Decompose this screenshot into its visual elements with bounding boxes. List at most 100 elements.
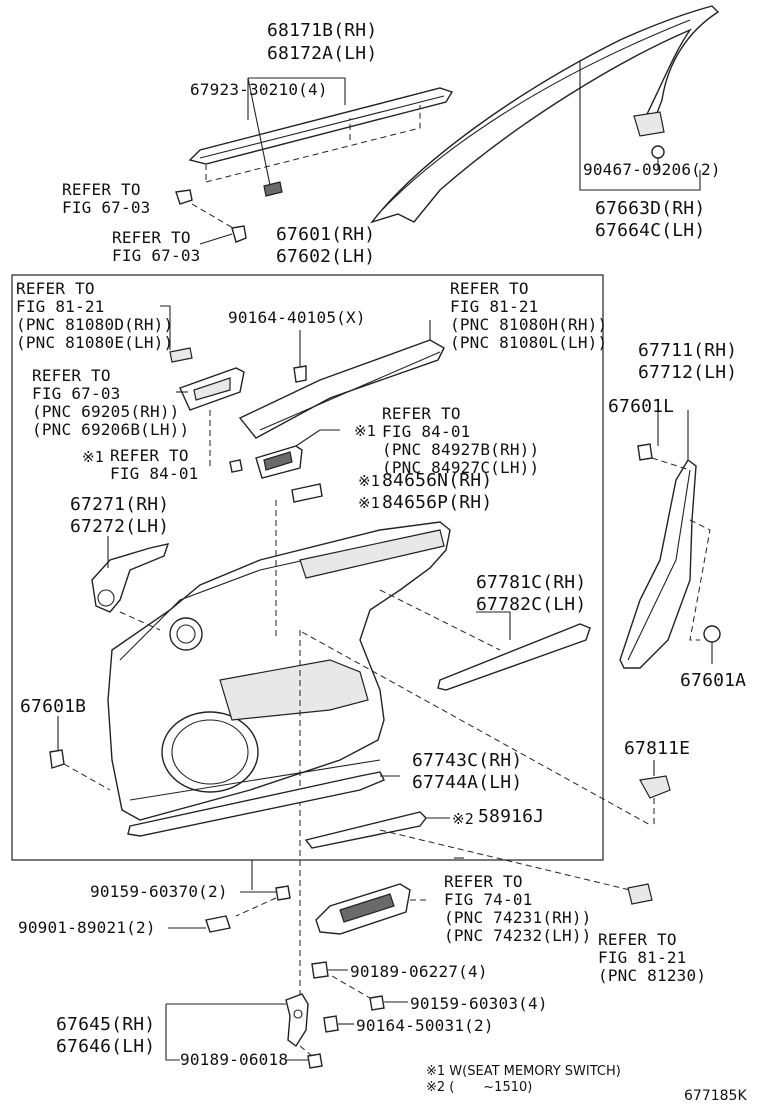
part-label-67782c: 67782C(LH) xyxy=(476,594,587,615)
clip-part xyxy=(175,189,193,205)
footnote-2: ※2 ( ~1510) xyxy=(426,1080,533,1095)
screw-90159b-part xyxy=(369,995,385,1011)
screw-part xyxy=(231,225,247,243)
part-label-67601: 67601(RH) xyxy=(276,224,376,245)
part-label-67272: 67272(LH) xyxy=(70,516,170,537)
figure-id: 677185K xyxy=(684,1088,747,1104)
part-label-67602: 67602(LH) xyxy=(276,246,376,267)
screw-90164-part xyxy=(293,365,307,383)
part-label-67601a: 67601A xyxy=(680,670,747,691)
ornament-strip-part xyxy=(437,623,591,691)
part-label-90467: 90467-09206(2) xyxy=(583,160,721,179)
refer-label: FIG 81-21 xyxy=(598,948,687,967)
note-mark: ※1 xyxy=(82,448,104,466)
inside-handle-bezel-part xyxy=(179,367,245,411)
screw-90159-part xyxy=(275,885,291,901)
refer-label: (PNC 84927B(RH)) xyxy=(382,440,540,459)
memory-switch-part xyxy=(255,445,303,479)
clip-67601l-part xyxy=(637,443,653,461)
note-mark: ※1 xyxy=(354,422,376,440)
part-label-90159b: 90159-60303(4) xyxy=(410,994,548,1013)
refer-label: (PNC 81080L(LH)) xyxy=(450,333,608,352)
refer-label: REFER TO xyxy=(598,930,677,949)
courtesy-lamp-trim-part xyxy=(238,320,445,439)
part-label-67601b: 67601B xyxy=(20,696,87,717)
part-label-84656n: 84656N(RH) xyxy=(382,470,493,491)
part-label-90901: 90901-89021(2) xyxy=(18,918,156,937)
belt-moulding-part xyxy=(188,87,454,183)
garnish-part xyxy=(619,458,697,669)
refer-label: FIG 81-21 xyxy=(450,297,539,316)
door-trim-board-part xyxy=(107,521,451,821)
part-label-67601l: 67601L xyxy=(608,396,675,417)
speaker-bracket-part xyxy=(91,543,170,613)
part-label-68171b: 68171B(RH) xyxy=(267,20,378,41)
refer-label: REFER TO xyxy=(112,228,191,247)
refer-label: (PNC 81230) xyxy=(598,966,707,985)
part-label-67743c: 67743C(RH) xyxy=(412,750,523,771)
part-label-90159a: 90159-60370(2) xyxy=(90,882,228,901)
part-label-90189a: 90189-06227(4) xyxy=(350,962,488,981)
part-label-67645: 67645(RH) xyxy=(56,1014,156,1035)
refer-label: (PNC 69206B(LH)) xyxy=(32,420,190,439)
window-switch-panel-part xyxy=(315,883,411,935)
clip-90189b-part xyxy=(307,1053,323,1069)
cover-67811e-part xyxy=(639,775,671,799)
refer-label: FIG 84-01 xyxy=(110,464,199,483)
part-label-67664c: 67664C(LH) xyxy=(595,220,706,241)
screw-part xyxy=(229,459,243,473)
refer-label: REFER TO xyxy=(62,180,141,199)
refer-label: (PNC 84927C(LH)) xyxy=(382,458,540,477)
note-mark: ※1 xyxy=(358,494,380,512)
refer-label: (PNC 69205(RH)) xyxy=(32,402,180,421)
clip-67923-part xyxy=(263,181,283,197)
handle-bracket-part xyxy=(285,993,309,1048)
refer-label: FIG 67-03 xyxy=(62,198,151,217)
part-label-67711: 67711(RH) xyxy=(638,340,738,361)
refer-label: (PNC 81080H(RH)) xyxy=(450,315,608,334)
part-label-67663d: 67663D(RH) xyxy=(595,198,706,219)
part-label-90164a: 90164-40105(X) xyxy=(228,308,366,327)
refer-label: REFER TO xyxy=(450,279,529,298)
frame-moulding-part xyxy=(370,5,720,224)
clip-90901-part xyxy=(205,915,231,933)
clip-67601b-part xyxy=(49,749,65,769)
note-mark: ※2 xyxy=(452,810,474,828)
refer-label: REFER TO xyxy=(16,279,95,298)
part-label-84656p: 84656P(RH) xyxy=(382,492,493,513)
part-label-67646: 67646(LH) xyxy=(56,1036,156,1057)
part-label-67744a: 67744A(LH) xyxy=(412,772,523,793)
refer-label: FIG 84-01 xyxy=(382,422,471,441)
part-label-67271: 67271(RH) xyxy=(70,494,170,515)
part-label-90189b: 90189-06018 xyxy=(180,1050,289,1069)
note-mark: ※1 xyxy=(358,472,380,490)
refer-label: REFER TO xyxy=(444,872,523,891)
refer-label: REFER TO xyxy=(382,404,461,423)
part-label-90164b: 90164-50031(2) xyxy=(356,1016,494,1035)
part-label-58916j: 58916J xyxy=(478,806,545,827)
part-label-67811e: 67811E xyxy=(624,738,691,759)
clip-67601a-part xyxy=(703,625,721,643)
part-label-67712: 67712(LH) xyxy=(638,362,738,383)
refer-label: FIG 81-21 xyxy=(16,297,105,316)
clip-90467-part xyxy=(651,145,665,159)
assembly-group-frame xyxy=(11,274,604,861)
footnote-1: ※1 W(SEAT MEMORY SWITCH) xyxy=(426,1064,621,1079)
refer-label: FIG 74-01 xyxy=(444,890,533,909)
screw-90164b-part xyxy=(323,1015,339,1033)
refer-label: (PNC 81080E(LH)) xyxy=(16,333,174,352)
carpet-trim-part xyxy=(304,811,427,849)
refer-label: FIG 67-03 xyxy=(112,246,201,265)
refer-label: REFER TO xyxy=(32,366,111,385)
refer-label: (PNC 74232(LH)) xyxy=(444,926,592,945)
lamp-81230-part xyxy=(627,883,653,905)
refer-label: REFER TO xyxy=(110,446,189,465)
part-label-68172a: 68172A(LH) xyxy=(267,43,378,64)
refer-label: FIG 67-03 xyxy=(32,384,121,403)
switch-84656-part xyxy=(291,483,323,503)
refer-label: (PNC 81080D(RH)) xyxy=(16,315,174,334)
refer-label: (PNC 74231(RH)) xyxy=(444,908,592,927)
clip-90189-part xyxy=(311,961,329,979)
